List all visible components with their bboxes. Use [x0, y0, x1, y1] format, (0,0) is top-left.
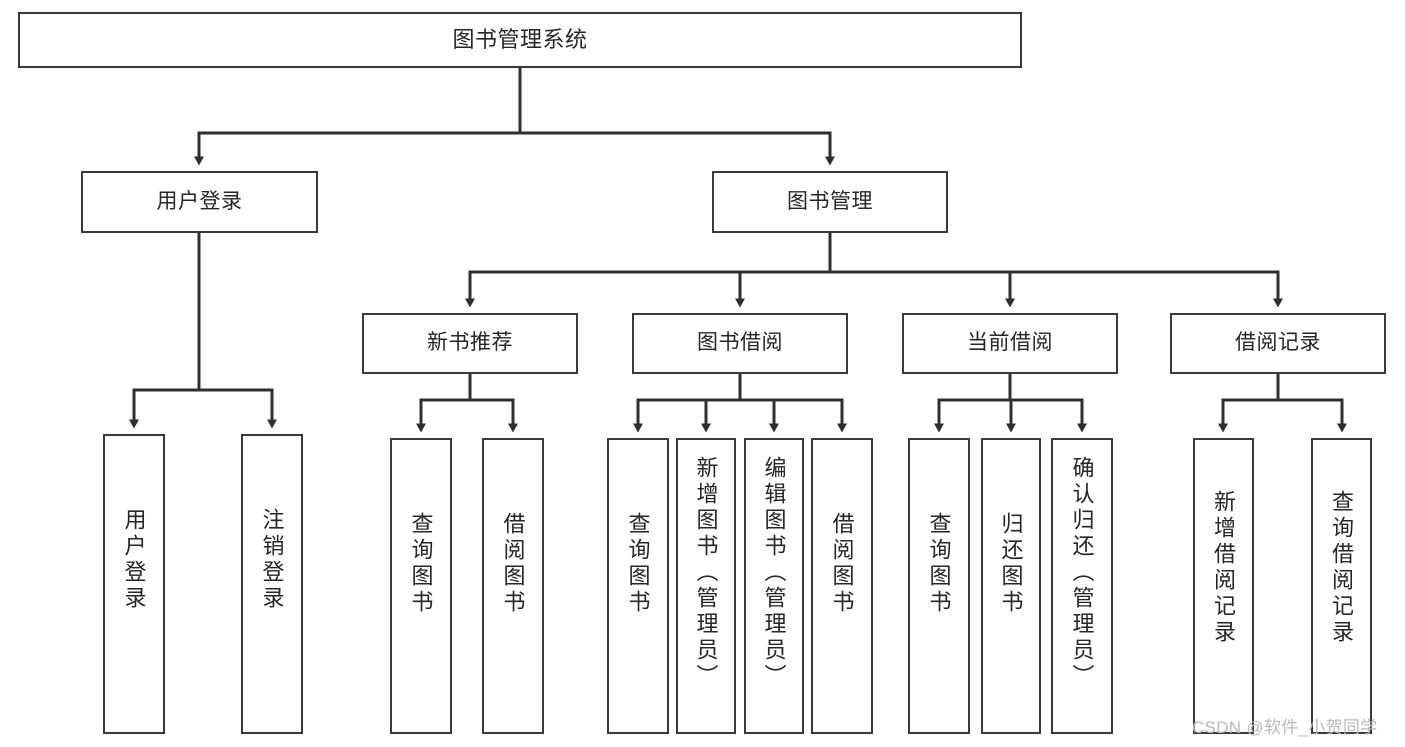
- node-borrow-record[interactable]: 借阅记录: [1170, 313, 1386, 374]
- node-leaf-confirm-return-admin[interactable]: 确认归还（管理员）: [1051, 438, 1113, 734]
- node-label: 当前借阅: [967, 331, 1053, 355]
- node-leaf-user-login[interactable]: 用户登录: [103, 434, 165, 734]
- node-label: 查询图书: [625, 512, 651, 616]
- node-leaf-return-book[interactable]: 归还图书: [981, 438, 1041, 734]
- node-new-book-recommend[interactable]: 新书推荐: [362, 313, 578, 374]
- node-leaf-query-book-current[interactable]: 查询图书: [908, 438, 970, 734]
- node-label: 新增借阅记录: [1211, 490, 1237, 646]
- node-label: 注销登录: [259, 508, 285, 612]
- node-leaf-logout[interactable]: 注销登录: [241, 434, 303, 734]
- node-label: 借阅图书: [829, 512, 855, 616]
- node-leaf-borrow-book-newbook[interactable]: 借阅图书: [482, 438, 544, 734]
- node-label: 借阅记录: [1235, 331, 1321, 355]
- node-current-borrow[interactable]: 当前借阅: [902, 313, 1118, 374]
- node-label: 图书借阅: [697, 331, 783, 355]
- node-leaf-add-book-admin[interactable]: 新增图书（管理员）: [676, 438, 736, 734]
- node-label: 编辑图书（管理员）: [761, 456, 787, 690]
- node-user-login[interactable]: 用户登录: [81, 171, 318, 233]
- node-label: 归还图书: [998, 512, 1024, 616]
- node-leaf-borrow-book-borrow[interactable]: 借阅图书: [811, 438, 873, 734]
- node-label: 新书推荐: [427, 331, 513, 355]
- node-book-management[interactable]: 图书管理: [712, 171, 948, 233]
- node-leaf-add-borrow-record[interactable]: 新增借阅记录: [1193, 438, 1254, 734]
- node-leaf-query-book-newbook[interactable]: 查询图书: [390, 438, 452, 734]
- node-label: 图书管理: [787, 189, 873, 213]
- node-leaf-edit-book-admin[interactable]: 编辑图书（管理员）: [744, 438, 804, 734]
- node-label: 查询图书: [926, 512, 952, 616]
- node-book-borrow[interactable]: 图书借阅: [632, 313, 848, 374]
- node-label: 查询借阅记录: [1329, 490, 1355, 646]
- node-label: 借阅图书: [500, 512, 526, 616]
- node-leaf-query-borrow-record[interactable]: 查询借阅记录: [1311, 438, 1372, 734]
- node-label: 用户登录: [121, 508, 147, 612]
- node-leaf-query-book-borrow[interactable]: 查询图书: [607, 438, 669, 734]
- node-label: 查询图书: [408, 512, 434, 616]
- node-root-book-management-system[interactable]: 图书管理系统: [18, 12, 1022, 68]
- node-label: 用户登录: [156, 189, 243, 213]
- node-label: 新增图书（管理员）: [693, 456, 719, 690]
- node-label: 图书管理系统: [452, 27, 588, 53]
- node-label: 确认归还（管理员）: [1069, 456, 1095, 690]
